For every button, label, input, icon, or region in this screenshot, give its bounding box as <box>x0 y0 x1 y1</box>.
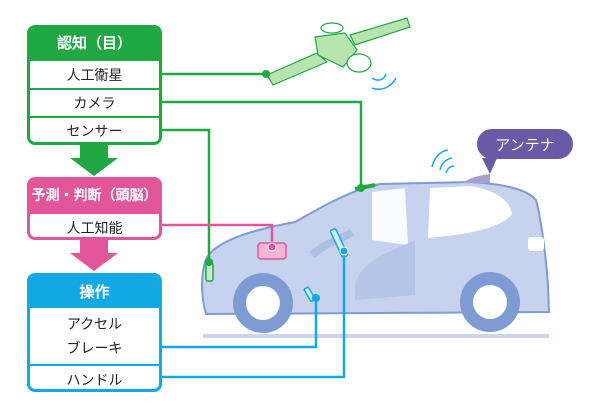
recognition-box: 認知（目） 人工衛星 カメラ センサー <box>27 25 162 145</box>
arrow-down-icon <box>70 145 118 176</box>
item-steering: ハンドル <box>30 364 159 389</box>
item-satellite: 人工衛星 <box>30 59 159 88</box>
ai-connector <box>162 223 274 246</box>
antenna-label: アンテナ <box>477 129 573 159</box>
operation-box: 操作 アクセル ブレーキ ハンドル <box>27 273 162 392</box>
satellite-icon <box>266 17 411 86</box>
item-sensor: センサー <box>30 116 159 142</box>
steering-connector <box>162 252 346 379</box>
pedal-connector <box>162 298 318 349</box>
connector-dots <box>205 70 365 302</box>
recognition-title: 認知（目） <box>30 28 159 59</box>
item-accel-brake: アクセル ブレーキ <box>30 308 159 364</box>
signal-waves-icon <box>371 73 455 174</box>
ground-line <box>203 334 549 338</box>
camera-connector <box>162 100 363 188</box>
operation-title: 操作 <box>30 276 159 308</box>
prediction-box: 予測・判断（頭脳） 人工知能 <box>27 177 162 240</box>
item-accelerator: アクセル <box>66 317 123 333</box>
arrow-down-icon <box>70 240 118 271</box>
item-ai: 人工知能 <box>30 212 159 237</box>
item-brake: ブレーキ <box>66 341 123 357</box>
sensor-connector <box>162 128 211 262</box>
antenna-fin <box>463 174 490 183</box>
car-icon <box>201 174 551 333</box>
prediction-title: 予測・判断（頭脳） <box>30 180 159 212</box>
item-camera: カメラ <box>30 88 159 116</box>
